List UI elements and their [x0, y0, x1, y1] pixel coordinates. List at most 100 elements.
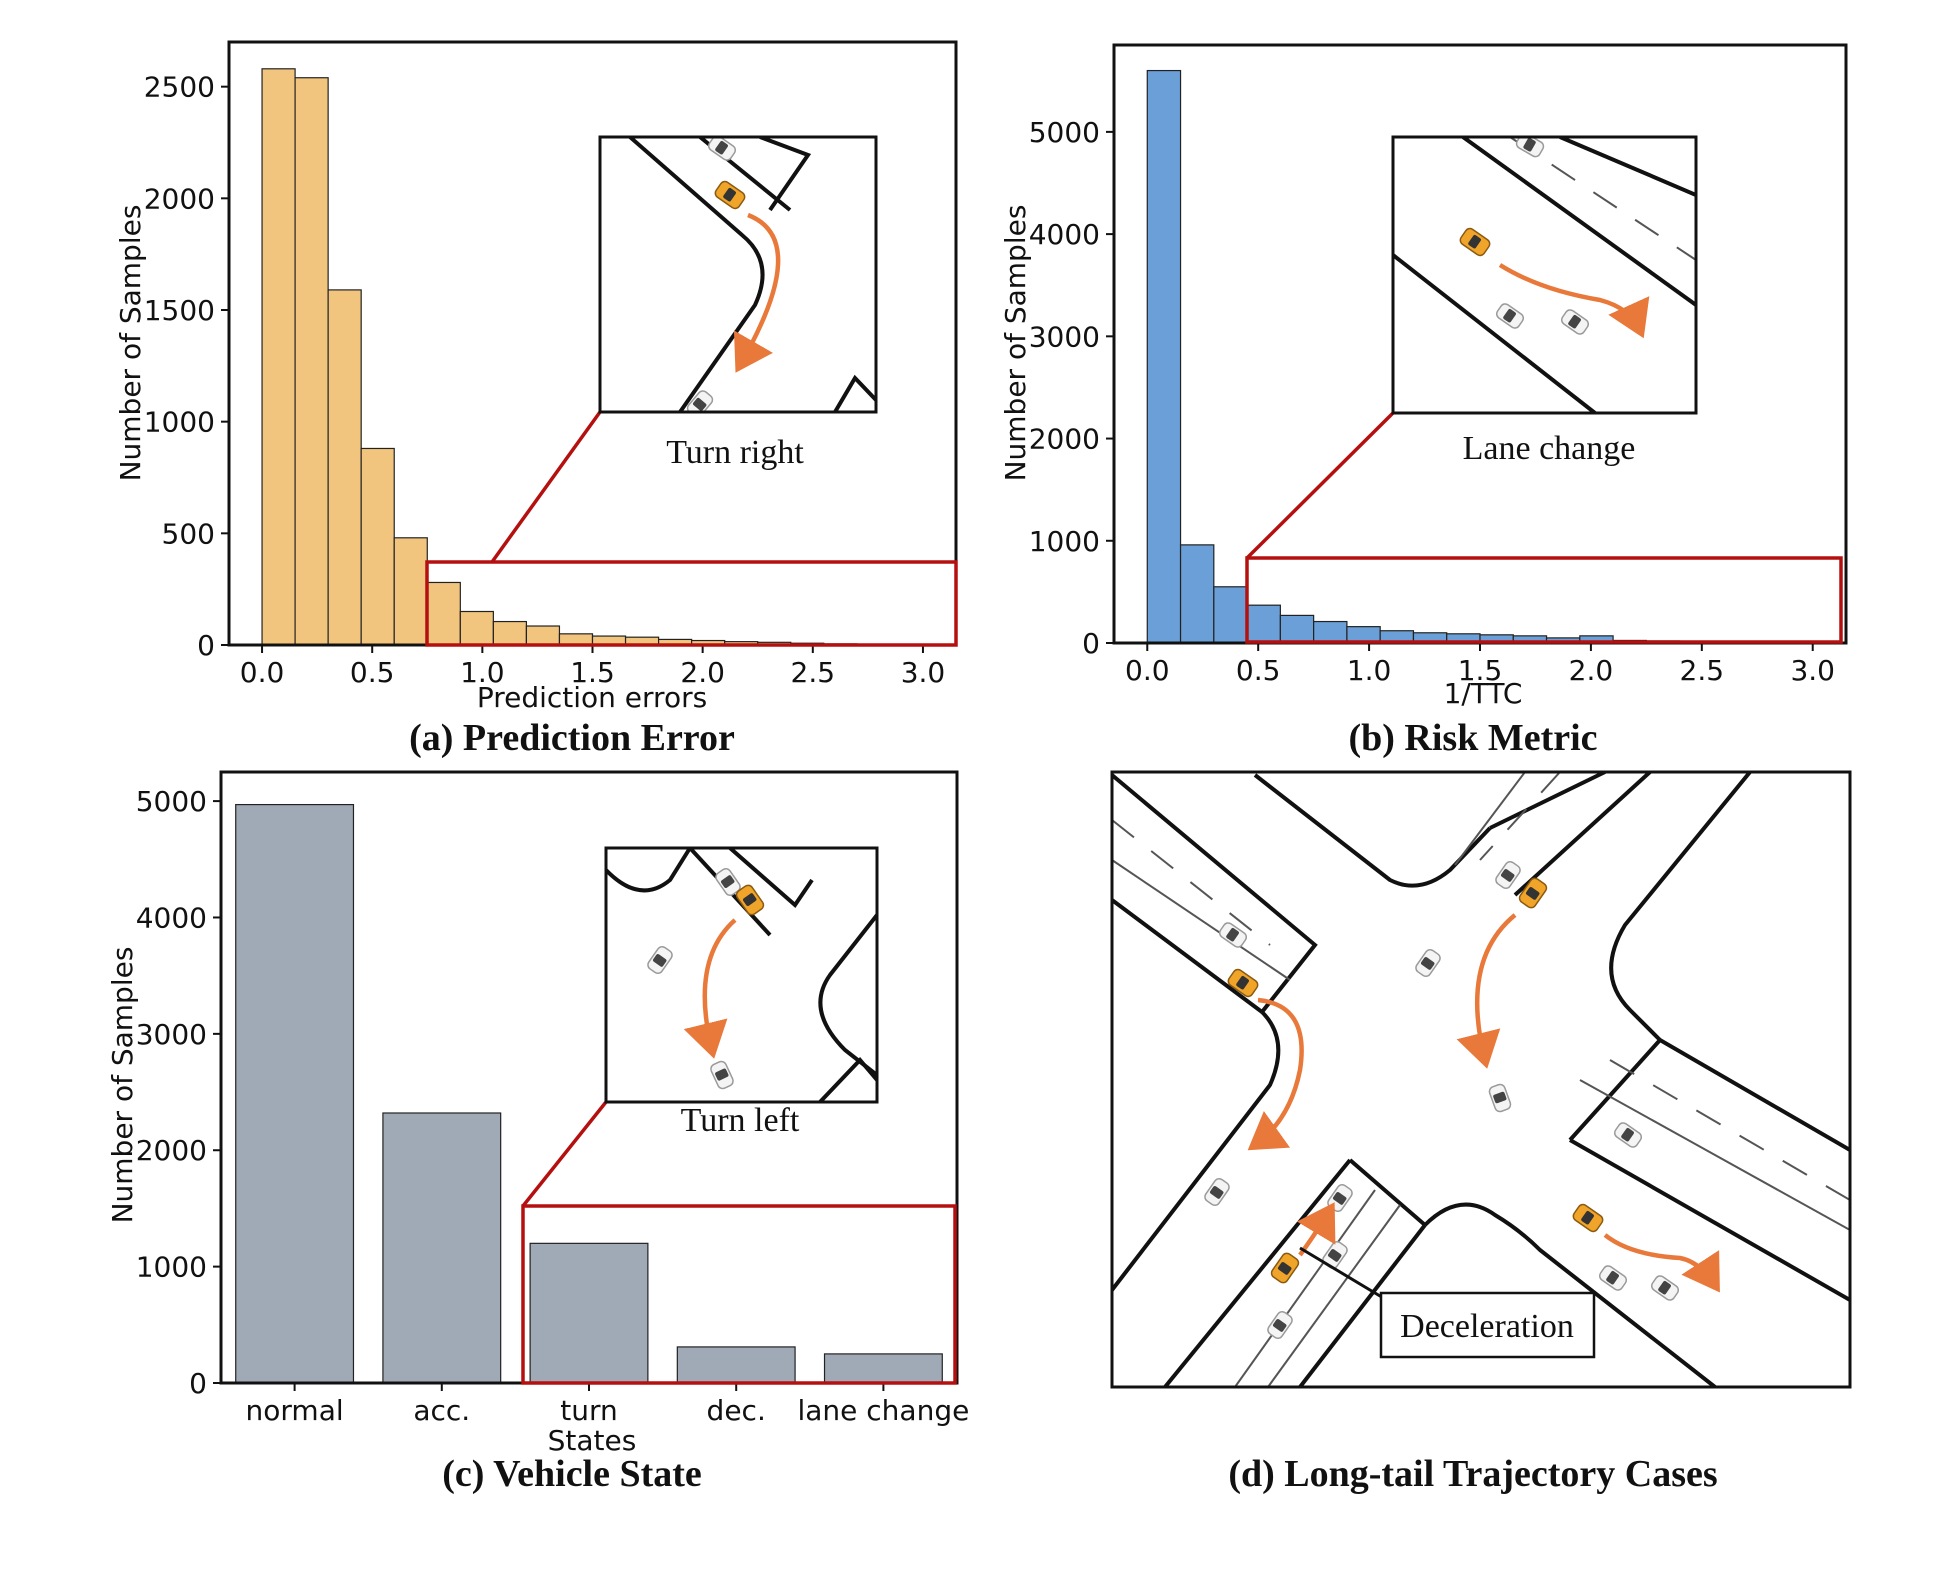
ego-vehicle-icon — [1268, 1250, 1302, 1286]
deceleration-pointer — [1299, 1246, 1396, 1307]
x-tick-label: 0.0 — [240, 656, 285, 689]
category-bar — [529, 1242, 649, 1384]
panel-c-inset-label: Turn left — [681, 1102, 800, 1139]
x-tick-label: 0.5 — [350, 656, 395, 689]
x-tick-label: 0.0 — [1125, 654, 1170, 687]
vehicle-icon — [1612, 1120, 1644, 1150]
panel-c-xticks: normal acc. turn dec. lane change — [246, 1383, 969, 1427]
histogram-bar — [360, 447, 395, 646]
y-tick-label: 4000 — [136, 901, 207, 934]
trajectory-arrow — [683, 918, 737, 1059]
x-tick-label: 2.0 — [1569, 654, 1614, 687]
lane-change-scene — [1393, 137, 1696, 413]
vehicle-icon — [1202, 1176, 1232, 1208]
panel-c-caption: (c) Vehicle State — [442, 1453, 702, 1495]
histogram-bar — [261, 68, 296, 646]
panel-a-inset-label: Turn right — [666, 434, 804, 471]
ego-vehicle-icon — [1516, 875, 1550, 911]
y-tick-label: 2000 — [1029, 423, 1100, 456]
histogram-bar — [294, 77, 329, 646]
histogram-bar — [525, 625, 561, 646]
panel-a-inset — [598, 135, 878, 414]
trajectory-arrow — [1603, 1233, 1720, 1293]
histogram-bar — [1179, 544, 1215, 644]
histogram-bar — [426, 581, 461, 646]
trajectory-arrow — [733, 212, 781, 373]
x-tick-label: 2.0 — [680, 656, 725, 689]
histogram-bar — [1279, 614, 1315, 644]
panel-c-inset — [604, 846, 879, 1104]
panel-a-caption: (a) Prediction Error — [409, 717, 735, 759]
panel-c-xlabel: States — [548, 1424, 637, 1457]
x-tick-label: 0.5 — [1236, 654, 1281, 687]
y-tick-label: 2500 — [144, 71, 215, 104]
histogram-bar — [327, 289, 362, 646]
panel-c-highlight-box — [521, 1204, 957, 1385]
x-tick-label: 1.0 — [1347, 654, 1392, 687]
y-tick-label: 3000 — [1029, 320, 1100, 353]
panel-b-bars — [1146, 69, 1814, 644]
y-tick-label: 1500 — [144, 294, 215, 327]
category-bar — [235, 803, 355, 1384]
trajectory-arrow — [1247, 997, 1304, 1151]
y-tick-label: 2000 — [144, 182, 215, 215]
panel-a-zoom-line — [490, 410, 602, 564]
x-tick-label: 2.5 — [1680, 654, 1725, 687]
y-tick-label: 5000 — [1029, 116, 1100, 149]
histogram-bar — [1246, 604, 1281, 644]
category-bar — [676, 1346, 796, 1384]
y-tick-label: 2000 — [136, 1134, 207, 1167]
category-label: dec. — [707, 1394, 766, 1427]
panel-a-ylabel: Number of Samples — [114, 205, 147, 482]
trajectory-arrow — [1456, 913, 1517, 1069]
histogram-bar — [459, 610, 494, 646]
category-label: acc. — [413, 1394, 470, 1427]
category-label: normal — [246, 1394, 344, 1427]
x-tick-label: 3.0 — [1790, 654, 1835, 687]
y-tick-label: 0 — [197, 629, 215, 662]
panel-b-zoom-line — [1245, 411, 1395, 560]
category-label: lane change — [797, 1394, 969, 1427]
panel-b-xlabel: 1/TTC — [1444, 677, 1523, 710]
y-tick-label: 3000 — [136, 1018, 207, 1051]
category-bar — [823, 1353, 943, 1384]
x-tick-label: 1.5 — [570, 656, 615, 689]
histogram-bar — [492, 620, 528, 646]
panel-b-inset-label: Lane change — [1463, 430, 1636, 467]
y-tick-label: 1000 — [1029, 525, 1100, 558]
y-tick-label: 1000 — [144, 406, 215, 439]
panel-c-zoom-line — [521, 1100, 608, 1208]
vehicle-icon — [1597, 1263, 1629, 1293]
histogram-bar — [1313, 620, 1348, 644]
histogram-bar — [1146, 69, 1182, 644]
y-tick-label: 4000 — [1029, 218, 1100, 251]
vehicle-icon — [1413, 947, 1443, 979]
turn-left-scene — [606, 848, 877, 1102]
vehicle-icon — [1487, 1082, 1513, 1114]
deceleration-label-box — [1379, 1291, 1596, 1359]
vehicle-icon — [1493, 859, 1523, 891]
panel-a-bars — [261, 68, 924, 646]
panel-c-bars — [235, 803, 943, 1384]
panel-d: Deceleration (d) Long-tail Trajectory Ca… — [1110, 770, 1852, 1495]
histogram-bar — [393, 537, 428, 646]
panel-b-highlight-box — [1245, 556, 1843, 644]
panel-a-highlight-box — [425, 560, 958, 647]
panel-a-xlabel: Prediction errors — [477, 681, 707, 714]
panel-b-caption: (b) Risk Metric — [1348, 717, 1597, 759]
category-bar — [382, 1112, 502, 1384]
panel-d-caption: (d) Long-tail Trajectory Cases — [1228, 1453, 1717, 1495]
deceleration-label: Deceleration — [1400, 1308, 1574, 1345]
panel-d-frame — [1110, 770, 1852, 1389]
x-tick-label: 2.5 — [791, 656, 836, 689]
category-label: turn — [560, 1394, 618, 1427]
x-tick-label: 1.0 — [460, 656, 505, 689]
turn-right-scene — [628, 137, 876, 412]
ego-vehicle-icon — [1570, 1201, 1606, 1235]
